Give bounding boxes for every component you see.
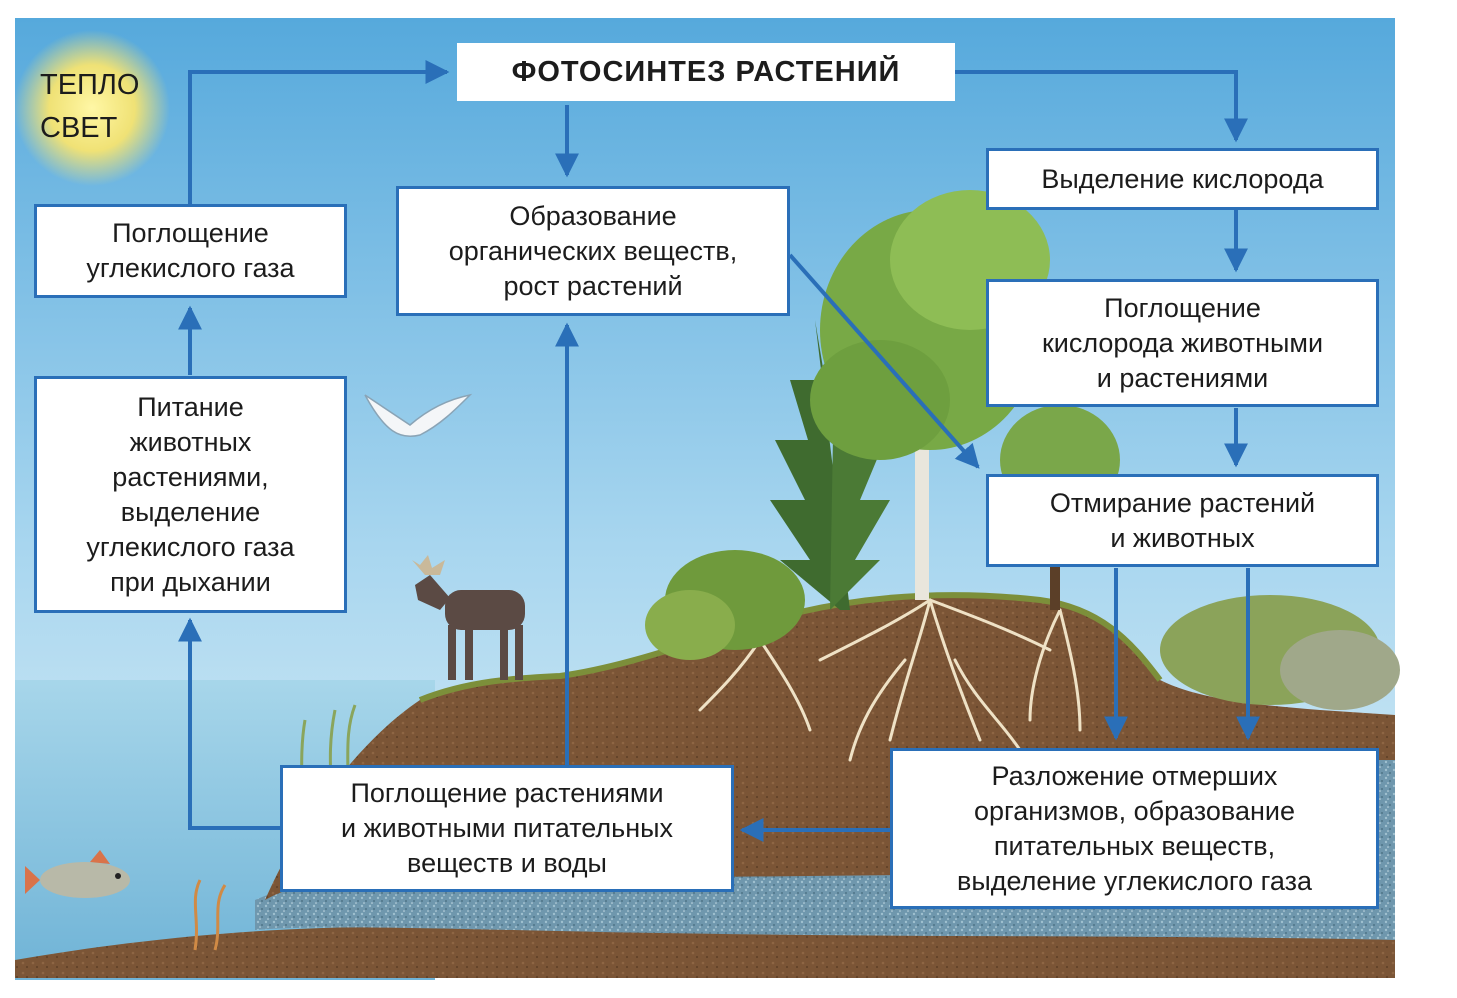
- arrow-photosynthesis-to-oxygen: [955, 70, 1248, 143]
- arrow-nutrients-to-nutrition: [178, 617, 280, 830]
- box-nutrient-absorption: Поглощение растениями и животными питате…: [280, 765, 734, 892]
- flow-arrows: [178, 60, 1260, 842]
- arrow-organic-to-death: [788, 253, 980, 469]
- arrow-co2-to-photosynthesis: [188, 60, 450, 205]
- sun-label: ТЕПЛО СВЕТ: [40, 69, 140, 144]
- box-death: Отмирание растений и животных: [986, 474, 1379, 567]
- box-oxygen-absorption: Поглощение кислорода животными и растени…: [986, 279, 1379, 407]
- moose-icon: [412, 555, 525, 680]
- forest: [645, 190, 1400, 710]
- box-decomposition: Разложение отмерших организмов, образова…: [890, 748, 1379, 909]
- seagull-icon: [364, 393, 473, 437]
- title-box-photosynthesis: ФОТОСИНТЕЗ РАСТЕНИЙ: [457, 43, 955, 101]
- sun-icon: [14, 30, 170, 186]
- bottom-soil: [15, 926, 1395, 978]
- box-animal-nutrition: Питание животных растениями, выделение у…: [34, 376, 347, 613]
- fish-icon: [25, 850, 130, 898]
- box-oxygen-release: Выделение кислорода: [986, 148, 1379, 210]
- tree-roots: [698, 598, 1082, 762]
- box-organic-formation: Образование органических веществ, рост р…: [396, 186, 790, 316]
- box-co2-absorption: Поглощение углекислого газа: [34, 204, 347, 298]
